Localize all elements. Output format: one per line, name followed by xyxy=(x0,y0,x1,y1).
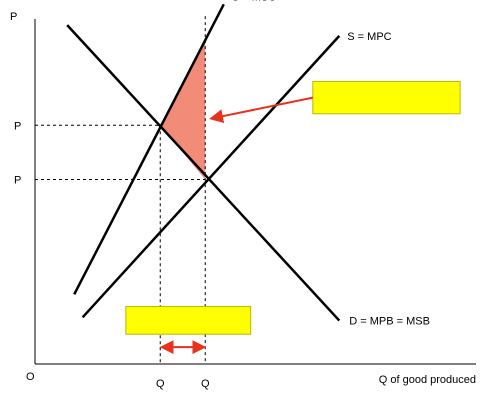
arrow-1 xyxy=(209,96,314,124)
quantity-tick-label-2: Q xyxy=(201,378,210,390)
series-label-3: D = MPB = MSB xyxy=(349,316,430,328)
series-label-1: S = MSC xyxy=(232,0,276,3)
label-box-1 xyxy=(312,80,461,115)
series-line-2 xyxy=(81,35,341,319)
shaded-triangle xyxy=(160,39,206,180)
x-axis-label: Q of good produced xyxy=(379,374,476,386)
series-line-1 xyxy=(73,3,225,295)
y-axis-label: P xyxy=(10,11,17,23)
price-tick-label-2: P xyxy=(14,174,21,186)
label-box-2 xyxy=(125,306,252,335)
origin-label: O xyxy=(26,371,35,383)
plot-area: S = MSC S = MPC D = MPB = MSB P O Q of good p… xyxy=(10,0,476,390)
series-line-3 xyxy=(66,24,341,322)
quantity-tick-label-1: Q xyxy=(156,378,165,390)
series-label-2: S = MPC xyxy=(347,31,391,43)
price-tick-label-1: P xyxy=(14,120,21,132)
